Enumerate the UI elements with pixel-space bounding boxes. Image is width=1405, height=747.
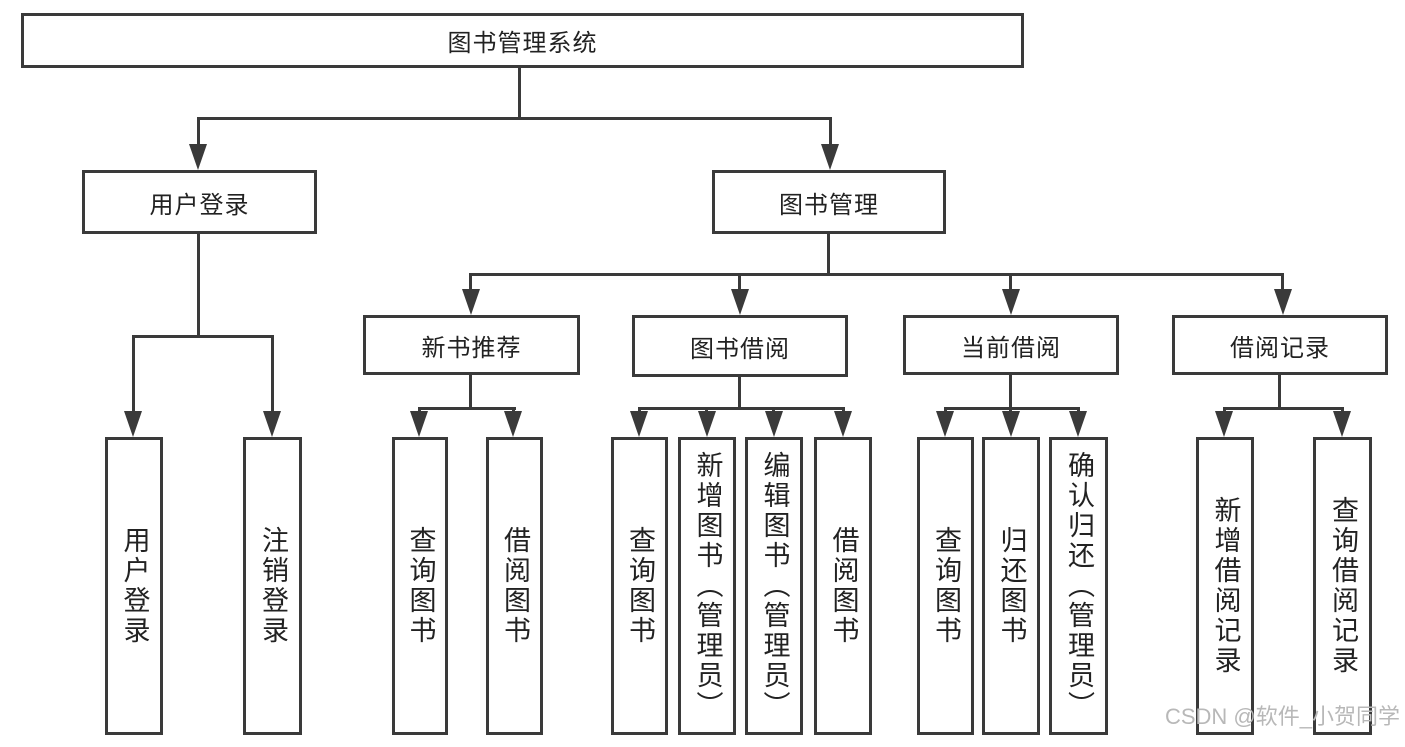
leaf-borrow-borrow-books: 借阅图书 xyxy=(814,437,872,735)
connector-line xyxy=(842,407,845,413)
connector-line xyxy=(827,234,830,275)
connector-line xyxy=(1223,407,1344,410)
leaf-current-confirm-return-admin: 确认归还（管理员） xyxy=(1049,437,1108,735)
leaf-recommend-query-books: 查询图书 xyxy=(392,437,448,735)
arrow-down-icon xyxy=(765,411,783,437)
connector-line xyxy=(738,273,741,291)
leaf-logout: 注销登录 xyxy=(243,437,302,735)
connector-line xyxy=(197,117,200,147)
node-book-management: 图书管理 xyxy=(712,170,946,234)
arrow-down-icon xyxy=(630,411,648,437)
node-library-system: 图书管理系统 xyxy=(21,13,1024,68)
connector-line xyxy=(518,68,521,120)
connector-line xyxy=(1077,407,1080,413)
watermark: CSDN @软件_小贺同学 xyxy=(1164,704,1400,729)
connector-line xyxy=(1341,407,1344,413)
connector-line xyxy=(512,407,515,413)
arrow-down-icon xyxy=(1002,411,1020,437)
node-book-borrow: 图书借阅 xyxy=(632,315,848,377)
arrow-down-icon xyxy=(834,411,852,437)
connector-line xyxy=(132,335,135,413)
leaf-borrow-edit-book-admin: 编辑图书（管理员） xyxy=(745,437,803,735)
leaf-borrow-query-books: 查询图书 xyxy=(611,437,668,735)
leaf-records-add-record: 新增借阅记录 xyxy=(1196,437,1254,735)
arrow-down-icon xyxy=(189,144,207,170)
connector-line xyxy=(738,377,741,409)
connector-line xyxy=(638,407,641,413)
connector-line xyxy=(705,407,708,413)
arrow-down-icon xyxy=(698,411,716,437)
leaf-current-return-book: 归还图书 xyxy=(982,437,1040,735)
connector-line xyxy=(133,335,274,338)
arrow-down-icon xyxy=(462,289,480,315)
arrow-down-icon xyxy=(410,411,428,437)
node-borrow-records: 借阅记录 xyxy=(1172,315,1388,375)
arrow-down-icon xyxy=(504,411,522,437)
arrow-down-icon xyxy=(1002,289,1020,315)
connector-line xyxy=(1278,375,1281,409)
arrow-down-icon xyxy=(821,144,839,170)
arrow-down-icon xyxy=(124,411,142,437)
arrow-down-icon xyxy=(1274,289,1292,315)
connector-line xyxy=(469,273,472,291)
node-user-login: 用户登录 xyxy=(82,170,317,234)
connector-line xyxy=(197,117,832,120)
connector-line xyxy=(944,407,947,413)
connector-line xyxy=(419,407,516,410)
arrow-down-icon xyxy=(1069,411,1087,437)
arrow-down-icon xyxy=(936,411,954,437)
connector-line xyxy=(829,117,832,147)
leaf-recommend-borrow-books: 借阅图书 xyxy=(486,437,543,735)
connector-line xyxy=(197,234,200,337)
arrow-down-icon xyxy=(731,289,749,315)
connector-line xyxy=(271,335,274,413)
arrow-down-icon xyxy=(1333,411,1351,437)
connector-line xyxy=(1223,407,1226,413)
arrow-down-icon xyxy=(1215,411,1233,437)
leaf-records-query-record: 查询借阅记录 xyxy=(1313,437,1372,735)
connector-line xyxy=(945,407,1079,410)
connector-line xyxy=(638,407,844,410)
node-new-book-recommend: 新书推荐 xyxy=(363,315,580,375)
connector-line xyxy=(1009,375,1012,409)
connector-line xyxy=(1009,273,1012,291)
leaf-user-login: 用户登录 xyxy=(105,437,163,735)
leaf-borrow-add-book-admin: 新增图书（管理员） xyxy=(678,437,736,735)
connector-line xyxy=(1009,407,1012,413)
leaf-current-query-books: 查询图书 xyxy=(917,437,974,735)
connector-line xyxy=(469,375,472,409)
connector-line xyxy=(470,273,1284,276)
connector-line xyxy=(772,407,775,413)
arrow-down-icon xyxy=(263,411,281,437)
node-current-borrow: 当前借阅 xyxy=(903,315,1119,375)
connector-line xyxy=(418,407,421,413)
connector-line xyxy=(1281,273,1284,291)
